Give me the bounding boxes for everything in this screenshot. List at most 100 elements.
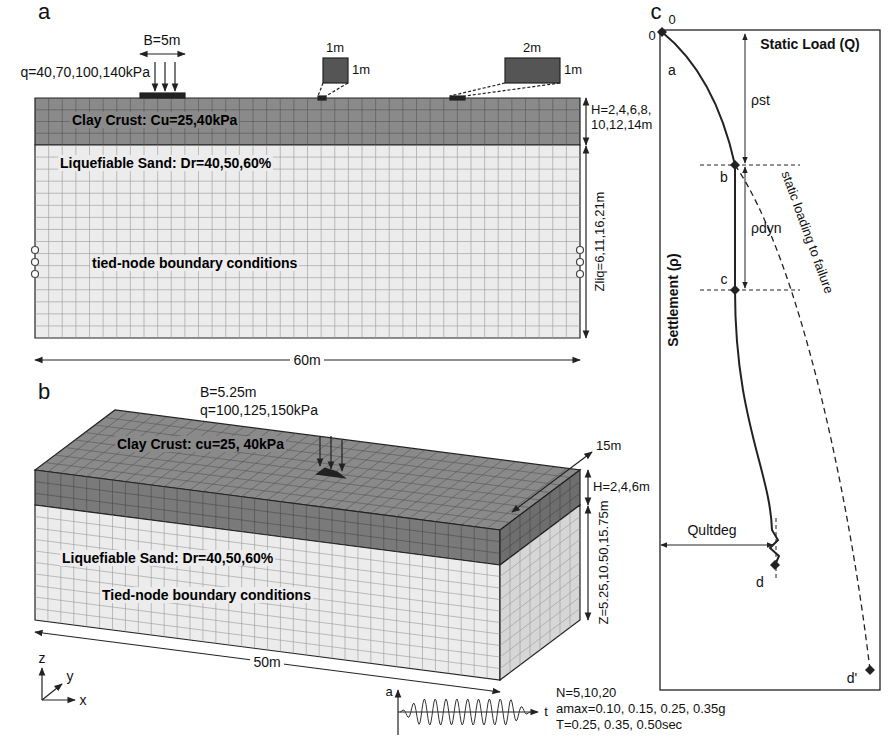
trench-section — [505, 58, 560, 83]
mesh-line — [540, 500, 541, 535]
mesh-line — [35, 229, 580, 230]
layer-label: Clay Crust: Cu=25,40kPa — [70, 112, 239, 128]
trench-mark — [318, 96, 326, 100]
mesh-outline — [35, 98, 580, 145]
mesh-line — [267, 500, 268, 535]
mesh-line — [112, 480, 113, 515]
time-axis — [398, 711, 538, 712]
mesh-face — [35, 505, 500, 680]
mesh-line — [105, 418, 570, 478]
dimension-label: H=2,4,6,8, 10,12,14m — [591, 103, 657, 133]
soil-layer: Clay Crust: Cu=25,40kPa — [35, 98, 580, 145]
axis-z — [41, 668, 42, 700]
guide-line — [700, 165, 800, 166]
axis-title: Settlement (ρ) — [665, 253, 681, 346]
mesh-line — [35, 193, 580, 194]
point-label: c — [721, 271, 728, 287]
mesh-line — [177, 488, 178, 523]
mesh-line — [73, 475, 74, 510]
mesh-line — [500, 574, 580, 634]
mesh-line — [60, 473, 61, 508]
mesh-line — [86, 477, 87, 512]
mesh-line — [500, 586, 580, 646]
mesh-line — [383, 515, 384, 550]
mesh-line — [47, 472, 48, 507]
depth-dimension — [587, 506, 588, 620]
mesh-line — [138, 483, 139, 518]
load-arrow — [341, 440, 342, 471]
mesh-line — [35, 528, 500, 588]
leader-line — [465, 83, 560, 96]
leader-line — [326, 83, 348, 96]
layer-label: Tied-node boundary conditions — [100, 587, 313, 603]
depth-dimension — [585, 146, 586, 338]
dimension-label: B=5.25m — [200, 384, 256, 400]
mesh-line — [228, 495, 229, 530]
load-arrow — [330, 436, 331, 469]
mesh-line — [306, 505, 307, 540]
leader-line — [318, 83, 323, 96]
mesh-line — [35, 313, 580, 314]
mesh-line — [520, 515, 521, 550]
dimension-label: 1m — [564, 63, 582, 78]
axis-x — [42, 699, 75, 700]
width-dimension — [140, 53, 185, 54]
mesh-line — [35, 217, 580, 218]
dimension-label: 1m — [326, 41, 344, 56]
panel-c-art — [657, 27, 880, 690]
trench-section — [323, 58, 348, 83]
loading-curve — [662, 32, 735, 165]
mesh-line — [280, 502, 281, 537]
mesh-line — [35, 574, 500, 634]
mesh-line — [35, 133, 580, 134]
axis-y — [42, 684, 62, 700]
trench-mark — [450, 96, 465, 100]
mesh-line — [202, 492, 203, 527]
point-label: d' — [847, 670, 857, 686]
mesh-line — [332, 508, 333, 543]
panel-letter: b — [38, 379, 50, 404]
load-arrow — [164, 62, 165, 91]
mesh-line — [35, 277, 580, 278]
mesh-line — [35, 205, 580, 206]
mesh-line — [500, 609, 580, 669]
mesh-line — [190, 490, 191, 525]
mesh-line — [570, 478, 571, 513]
mesh-line — [35, 597, 500, 657]
mesh-face — [500, 505, 580, 680]
capacity-label: Qultdeg — [687, 522, 736, 538]
footing — [317, 468, 345, 478]
guide-line — [776, 518, 777, 580]
dimension-label: Zliq=6,11,16,21m — [594, 191, 609, 291]
dimension-label: 50m — [250, 654, 283, 670]
mesh-line — [35, 551, 500, 611]
mesh-line — [99, 478, 100, 513]
layer-label: Liquefiable Sand: Dr=40,50,60% — [58, 155, 273, 171]
mesh-line — [319, 507, 320, 542]
input-motion — [400, 699, 530, 725]
dimension-label: H=2,4,6m — [593, 480, 650, 495]
load-label: q=100,125,150kPa — [200, 402, 318, 418]
mesh-line — [409, 518, 410, 553]
dimension-label: 1m — [352, 63, 370, 78]
load-label: q=40,70,100,140kPa — [20, 64, 150, 80]
point-markers — [657, 27, 875, 675]
mesh-line — [35, 586, 500, 646]
mesh-line — [345, 510, 346, 545]
mesh-line — [500, 540, 580, 600]
settlement-dimension — [745, 34, 746, 163]
mesh-line — [164, 487, 165, 522]
mesh-line — [85, 433, 550, 493]
mesh-line — [293, 503, 294, 538]
mesh-line — [35, 181, 580, 182]
mesh-outline — [35, 145, 580, 338]
static-failure-curve — [735, 165, 870, 670]
mesh-line — [125, 482, 126, 517]
settlement-label: ρdyn — [751, 220, 782, 236]
mesh-line — [500, 517, 580, 577]
mesh-line — [461, 525, 462, 560]
mesh-line — [35, 253, 580, 254]
soil-layer: Liquefiable Sand: Dr=40,50,60%tied-node … — [35, 145, 580, 338]
axis-label: t — [544, 705, 548, 720]
